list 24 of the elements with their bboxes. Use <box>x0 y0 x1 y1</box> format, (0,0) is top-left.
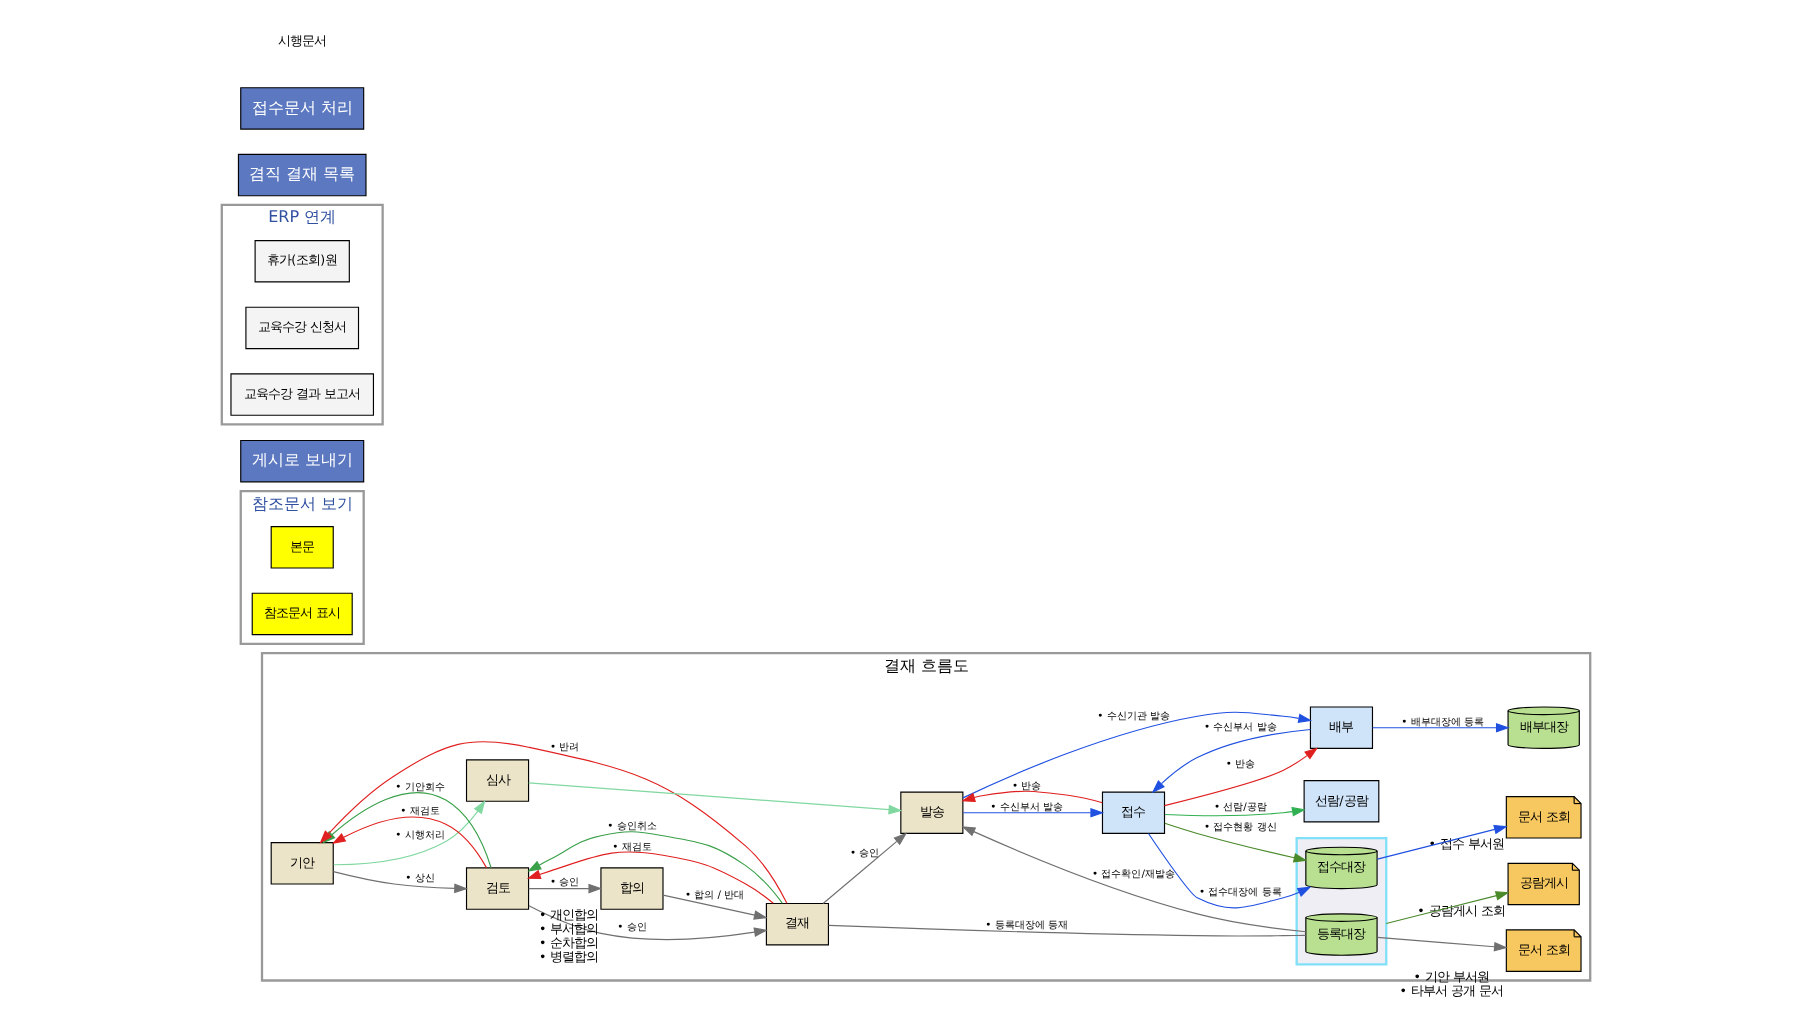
arrow <box>1370 722 1509 733</box>
arrow <box>1162 747 1318 807</box>
arrow <box>332 800 485 866</box>
arrow <box>331 871 468 894</box>
arrow <box>961 711 1312 799</box>
arrow <box>960 790 1102 804</box>
arrow <box>960 826 1306 933</box>
arrow <box>661 894 767 920</box>
connector <box>827 924 1306 937</box>
arrow <box>330 816 487 869</box>
arrow <box>1150 728 1310 794</box>
arrow <box>526 831 783 904</box>
arrow <box>1375 824 1507 860</box>
arrow <box>525 851 773 904</box>
arrow <box>821 832 907 905</box>
arrow <box>1375 936 1507 952</box>
arrow <box>1384 891 1509 925</box>
arrow <box>527 905 767 941</box>
arrow <box>961 807 1104 818</box>
arrow <box>1163 806 1305 817</box>
arrow <box>527 883 602 894</box>
arrow <box>1163 822 1307 863</box>
arrow <box>527 782 902 815</box>
arrow <box>1146 832 1311 909</box>
